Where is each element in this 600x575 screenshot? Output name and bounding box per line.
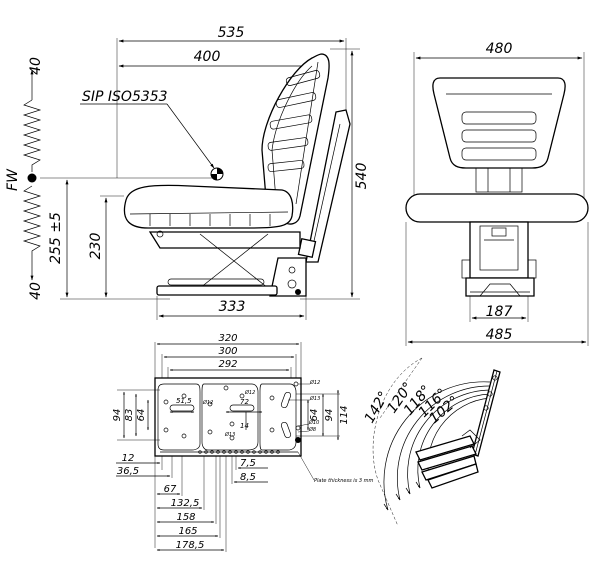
seat-cushion-side — [123, 184, 294, 229]
dim-8-5: 8,5 — [240, 472, 256, 483]
dim-292: 292 — [218, 359, 237, 370]
dim-178-5: 178,5 — [176, 540, 205, 551]
front-view: 480 187 485 — [405, 41, 589, 346]
sip-point-symbol — [210, 167, 224, 181]
suspension-travel: 255 ±5 — [48, 212, 64, 264]
dim-51-5: 51,5 — [176, 397, 192, 405]
sip-label: SIP ISO5353 — [82, 89, 168, 105]
base-plate — [154, 377, 302, 457]
travel-up-label: 40 — [28, 57, 44, 75]
dim-72: 72 — [240, 398, 249, 406]
hole-8: Ø8 — [308, 426, 316, 433]
dim-14: 14 — [240, 422, 249, 430]
dim-backrest-depth: 400 — [194, 49, 221, 65]
hole-12-a: Ø12 — [244, 389, 255, 396]
dim-132-5: 132,5 — [171, 498, 200, 509]
hole-12-b: Ø12 — [202, 399, 213, 406]
dim-7-5: 7,5 — [240, 458, 256, 469]
dim-base-width: 187 — [486, 304, 513, 320]
base-plate-view: 320 300 292 — [112, 333, 374, 552]
dim-overall-height: 540 — [354, 163, 370, 190]
dim-83: 83 — [124, 409, 135, 422]
hole-13-a: Ø13 — [224, 431, 235, 438]
travel-down-label: 40 — [28, 282, 44, 300]
dim-94-right: 94 — [324, 409, 335, 422]
spring-indicator: 40 40 FW — [5, 57, 44, 300]
dim-114: 114 — [339, 405, 350, 424]
dim-cushion-width: 485 — [486, 327, 513, 343]
hole-10: Ø10 — [308, 419, 319, 426]
suspension-front — [469, 221, 529, 279]
dim-overall-length: 535 — [218, 25, 245, 41]
dim-64-left: 64 — [136, 409, 147, 422]
dim-seat-height: 230 — [88, 233, 104, 260]
dim-94-left: 94 — [112, 409, 123, 422]
hole-13-b: Ø13 — [309, 395, 320, 402]
side-view: 535 400 540 230 255 ±5 333 40 — [5, 25, 370, 320]
dim-158: 158 — [176, 512, 195, 523]
plate-hole-row — [198, 450, 280, 454]
hole-12-c: Ø12 — [309, 379, 320, 386]
dim-backrest-width: 480 — [486, 41, 513, 57]
backrest-angle-view: 142° 120° 118° 116° 102° — [362, 357, 501, 527]
dim-300: 300 — [218, 346, 237, 357]
cushion-front — [405, 193, 589, 223]
backrest-front — [432, 77, 566, 169]
dim-67: 67 — [164, 484, 177, 495]
plate-thickness-note: Plate thickness is 3 mm — [314, 478, 374, 484]
dim-320: 320 — [218, 333, 237, 344]
dim-64-right: 64 — [309, 409, 320, 422]
dim-36-5: 36,5 — [117, 466, 139, 477]
fw-label: FW — [5, 168, 21, 191]
dim-12: 12 — [122, 453, 135, 464]
dim-base-length: 333 — [219, 299, 246, 315]
seat-suspension-side — [148, 109, 351, 297]
dim-165: 165 — [178, 526, 197, 537]
